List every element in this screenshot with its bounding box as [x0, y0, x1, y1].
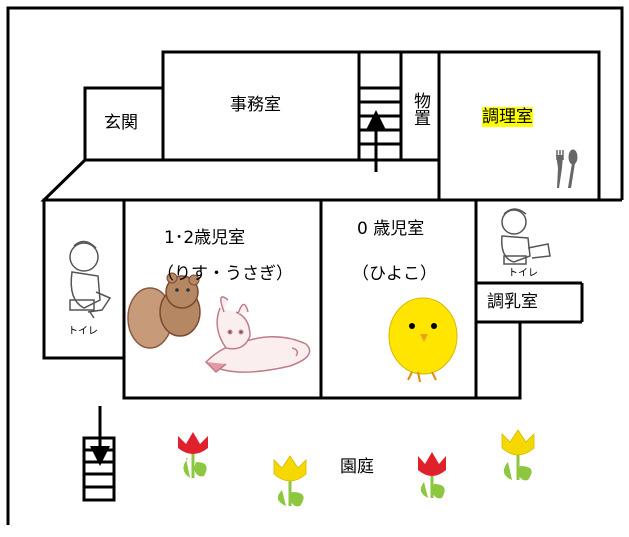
room-0-label: 0 歳児室 [357, 219, 425, 239]
right-toilet-label: トイレ [508, 268, 538, 279]
squirrel-drawing-icon [127, 272, 201, 349]
left-toilet-label: トイレ [68, 326, 98, 337]
kitchen-label: 調理室 [482, 107, 533, 127]
up-arrow-icon [366, 110, 386, 172]
office-label: 事務室 [230, 95, 281, 115]
storage-label: 物置 [410, 92, 430, 126]
tulip-icon [178, 432, 208, 478]
down-arrow-icon [90, 406, 110, 466]
building-walls [40, 50, 601, 400]
room-1-2-sublabel: （りす・うさぎ） [157, 264, 293, 284]
entrance-label: 玄関 [104, 113, 138, 133]
tulip-icon [273, 455, 307, 507]
site-boundary [6, 6, 624, 525]
room-1-2-label: 1･2歳児室 [164, 228, 246, 248]
room-0-sublabel: （ひよこ） [352, 264, 437, 284]
garden-label: 園庭 [340, 457, 374, 477]
child-on-toilet-icon [69, 240, 112, 319]
tulip-icon [418, 452, 446, 499]
chick-icon [386, 292, 460, 384]
milk-room-label: 調乳室 [487, 292, 538, 312]
stairs-icon [359, 86, 401, 146]
cutlery-icon [556, 149, 578, 188]
rabbit-drawing-icon [204, 296, 311, 374]
child-on-toilet-icon [501, 208, 551, 265]
tulip-icon [501, 429, 535, 481]
